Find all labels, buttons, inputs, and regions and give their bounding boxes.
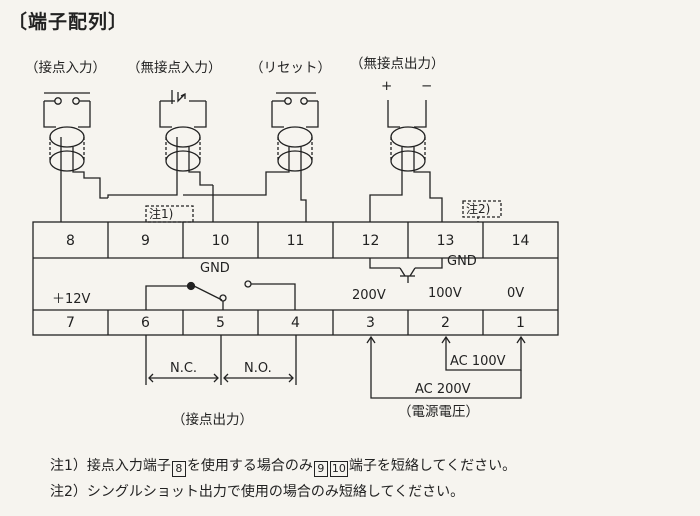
ac200-label: AC 200V: [415, 382, 471, 397]
terminal-1: 1: [516, 315, 525, 331]
non-contact-input-wiring: [107, 90, 214, 222]
note-1-box-10: 10: [329, 461, 348, 477]
v100-label: 100V: [428, 286, 462, 301]
note1-callout: 注1): [149, 207, 174, 221]
note2-callout: 注2): [466, 202, 491, 216]
terminal-7: 7: [66, 315, 75, 331]
ac100-label: AC 100V: [450, 354, 506, 369]
relay-contact-switch: [145, 280, 296, 310]
terminal-10: 10: [211, 233, 230, 249]
terminal-5: 5: [216, 315, 225, 331]
terminal-4: 4: [291, 315, 300, 331]
polarity-plus: +: [381, 78, 393, 94]
page-title: 〔端子配列〕: [8, 11, 129, 33]
terminal-12: 12: [361, 233, 380, 249]
internal-transistor: [369, 258, 443, 283]
terminal-13: 13: [436, 233, 455, 249]
note-1-suffix: 端子を短絡してください。: [348, 458, 517, 474]
label-power-supply: （電源電圧）: [398, 404, 479, 420]
nc-label: N.C.: [170, 361, 198, 376]
gnd-left-label: GND: [200, 261, 230, 276]
terminal-cell-dividers: [107, 222, 484, 335]
contact-input-wiring: [43, 92, 108, 222]
contact-output-lines: [145, 335, 297, 385]
plus-12v-label: ＋12V: [52, 292, 91, 307]
note-1-box-8: 8: [171, 461, 186, 477]
gnd-right-label: GND: [447, 254, 477, 269]
label-contact-input: （接点入力）: [25, 60, 106, 76]
terminal-11: 11: [286, 233, 305, 249]
note1-callout-frame: [145, 205, 194, 223]
note2-callout-frame: [462, 200, 502, 218]
terminal-9: 9: [141, 233, 150, 249]
v0-label: 0V: [507, 286, 525, 301]
no-label: N.O.: [244, 361, 272, 376]
polarity-minus: −: [421, 78, 433, 94]
reset-wiring: [183, 92, 319, 222]
note-2: 注2）シングルショット出力で使用の場合のみ短絡してください。: [50, 484, 465, 500]
terminal-14: 14: [511, 233, 530, 249]
terminal-2: 2: [441, 315, 450, 331]
v200-label: 200V: [352, 288, 386, 303]
note-1-mid: を使用する場合のみ: [186, 458, 313, 474]
non-contact-output-wiring: [369, 100, 443, 222]
terminal-8: 8: [66, 233, 75, 249]
label-non-contact-input: （無接点入力）: [127, 60, 222, 76]
label-reset: （リセット）: [250, 60, 331, 76]
note-1-box-9: 9: [313, 461, 328, 477]
power-supply-lines: [366, 335, 526, 399]
terminal-6: 6: [141, 315, 150, 331]
note-1-prefix: 注1）接点入力端子: [50, 458, 171, 474]
label-non-contact-output: （無接点出力）: [350, 56, 445, 72]
label-contact-output: （接点出力）: [172, 412, 253, 428]
terminal-3: 3: [366, 315, 375, 331]
